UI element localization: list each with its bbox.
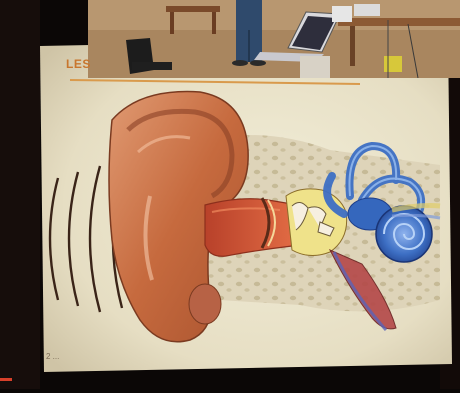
slide-title: LES bbox=[66, 57, 91, 71]
slide-page-number: 2 ... bbox=[46, 352, 59, 361]
classroom-photo bbox=[88, 0, 460, 78]
classroom-inset bbox=[88, 0, 460, 78]
